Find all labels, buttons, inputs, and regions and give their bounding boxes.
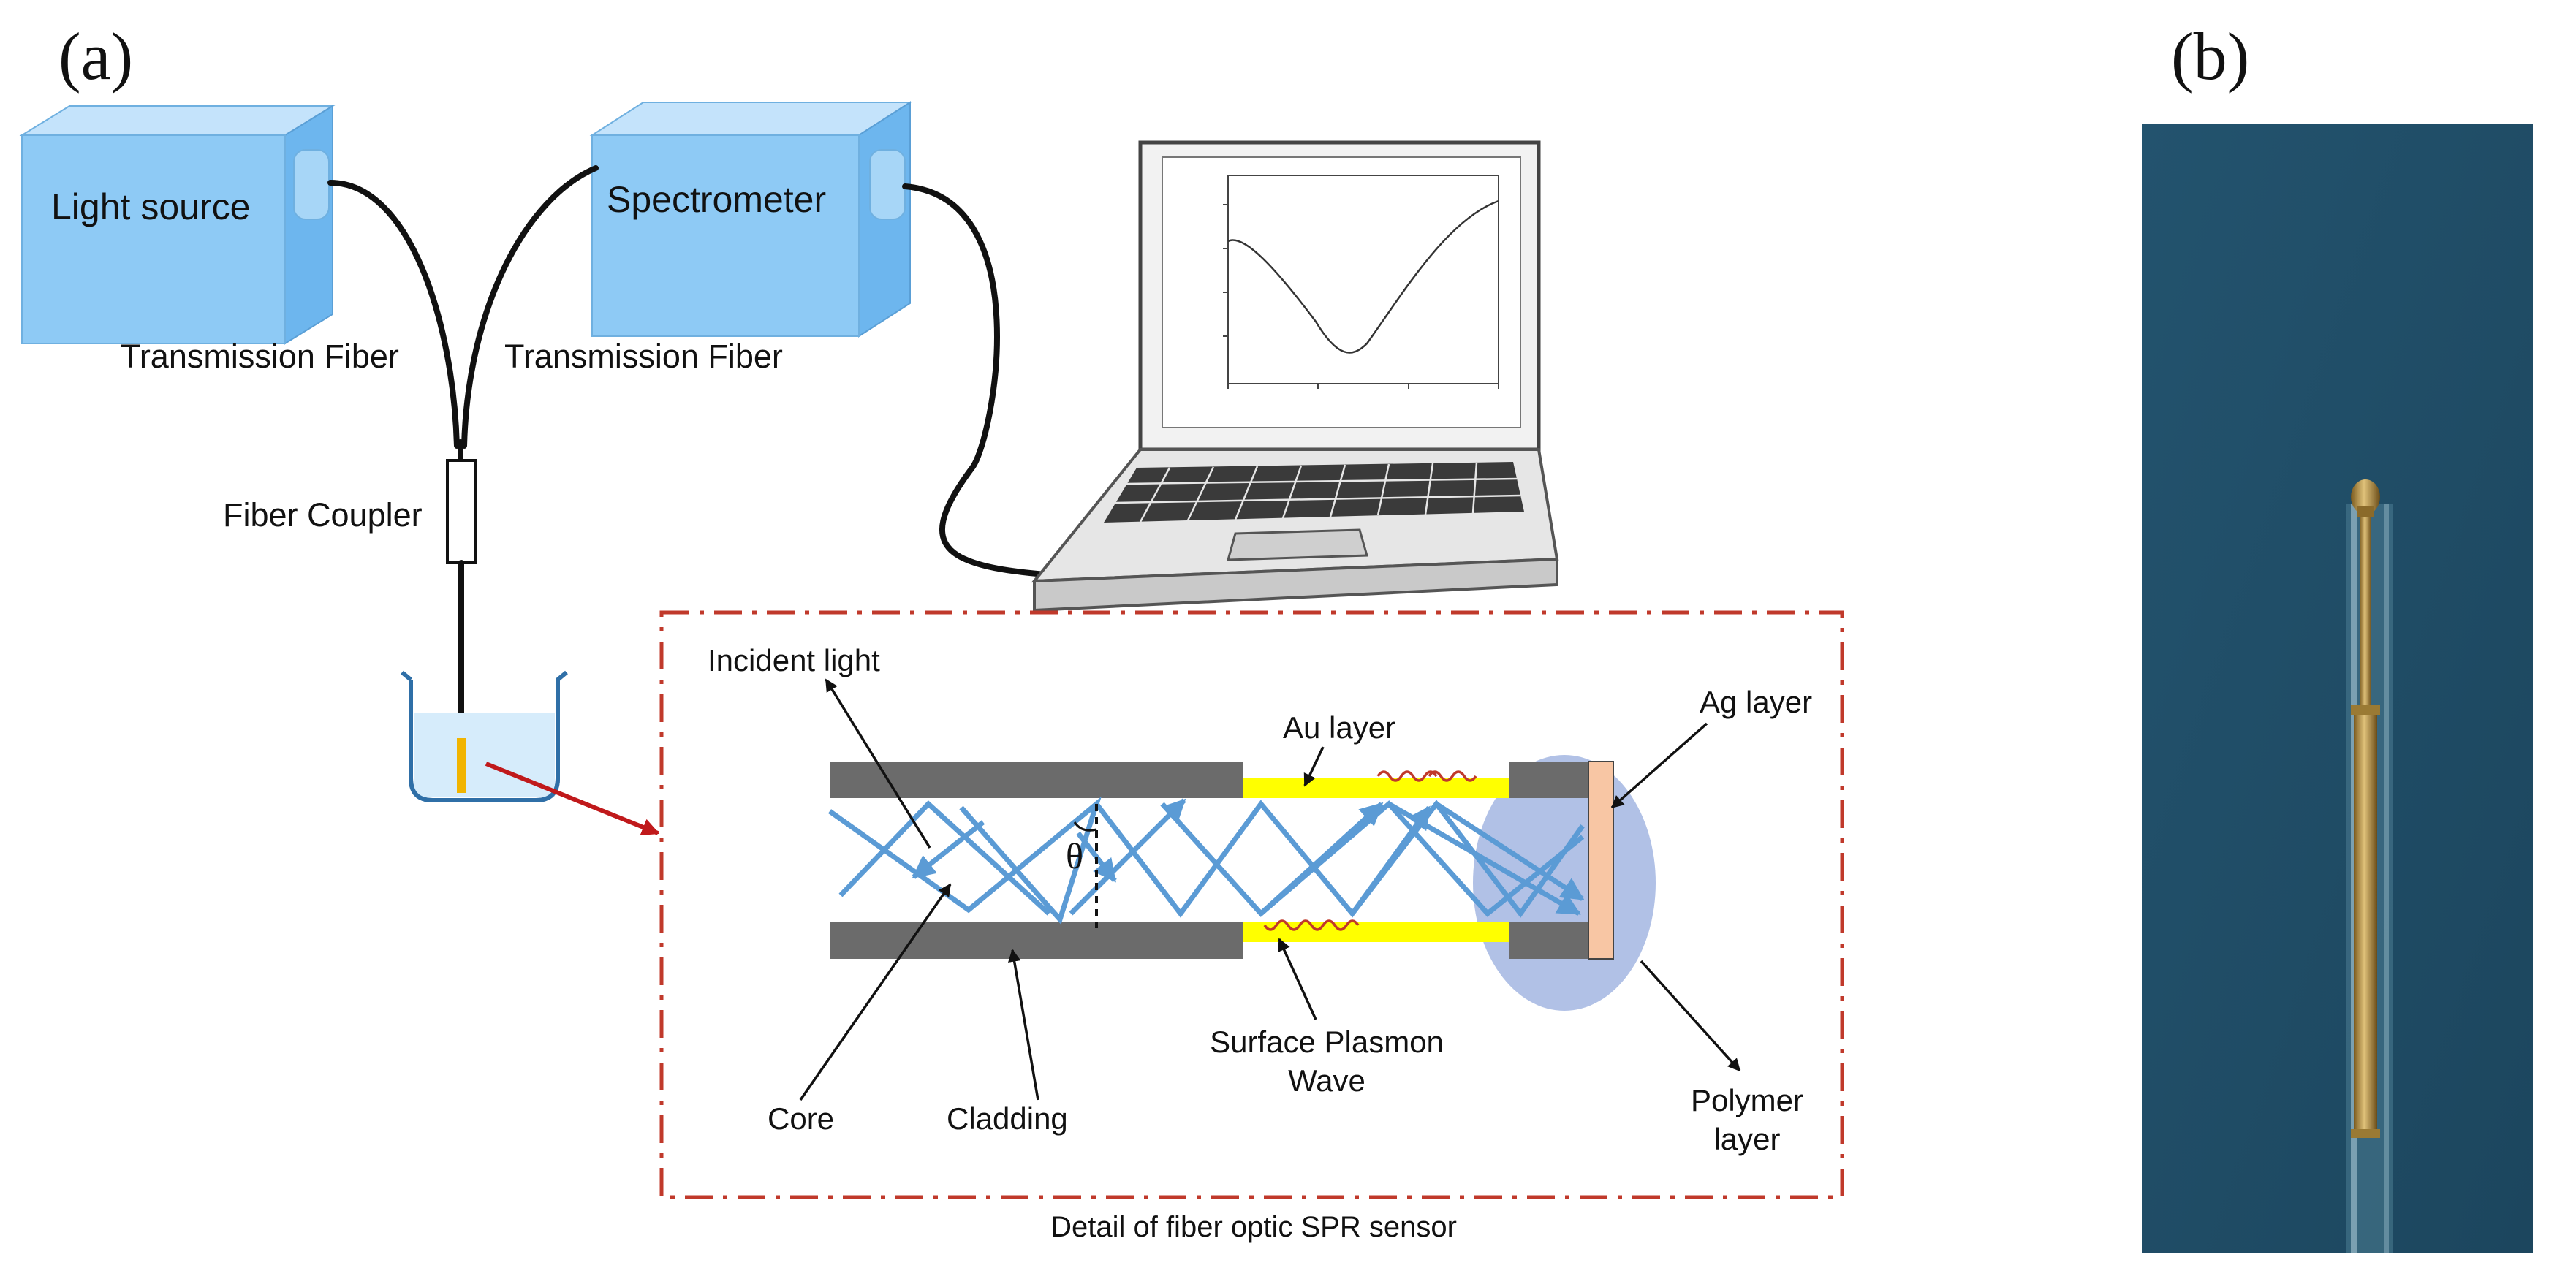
transmission-fiber-right	[461, 165, 599, 449]
ag-layer	[1588, 761, 1614, 960]
fiber-to-laptop	[902, 183, 1092, 580]
au-layer-label: Au layer	[1283, 710, 1395, 745]
theta-arc	[1073, 821, 1097, 832]
polymer-layer-label-line1: Polymer	[1691, 1083, 1803, 1117]
sensor-photo	[2142, 124, 2533, 1253]
spectrometer-box: Spectrometer	[589, 101, 913, 338]
light-source-port	[293, 149, 330, 220]
panel-a-label: (a)	[58, 19, 133, 94]
detail-caption: Detail of fiber optic SPR sensor	[1050, 1211, 1457, 1243]
surface-plasmon-wave-label-line2: Wave	[1288, 1063, 1365, 1098]
core-pointer	[799, 883, 952, 1101]
core-label: Core	[768, 1101, 834, 1136]
spectrometer-label: Spectrometer	[607, 179, 826, 220]
polymer-layer-pointer	[1640, 960, 1741, 1072]
screen-spectrum-plot	[1223, 175, 1499, 389]
ag-layer-label: Ag layer	[1700, 685, 1812, 719]
fiber-coupler-label: Fiber Coupler	[223, 496, 423, 534]
probe-sleeve	[2354, 709, 2377, 1133]
detail-border	[659, 610, 1844, 1199]
cladding-bottom	[830, 922, 1243, 959]
laptop	[1031, 140, 1559, 612]
cladding-top-end	[1509, 762, 1588, 798]
laptop-screen	[1162, 156, 1521, 428]
light-source-label: Light source	[51, 186, 250, 227]
surface-plasmon-wave-bottom	[1263, 919, 1360, 931]
panel-b-label: (b)	[2171, 19, 2249, 94]
beaker	[401, 670, 568, 802]
spectrometer-port	[869, 149, 906, 220]
fiber-coupler	[446, 459, 477, 564]
ag-layer-pointer	[1610, 722, 1708, 809]
cladding-top	[830, 762, 1243, 798]
polymer-layer-label-line2: layer	[1713, 1122, 1780, 1156]
sensor-probe-tip	[457, 738, 466, 793]
incident-light-pointer	[825, 678, 931, 849]
au-layer-pointer	[1303, 746, 1325, 787]
theta-symbol: θ	[1066, 835, 1083, 876]
au-layer-bottom	[1243, 922, 1509, 942]
au-layer-top	[1243, 778, 1509, 798]
light-rays	[827, 796, 1585, 925]
incident-light-label: Incident light	[708, 643, 880, 677]
transmission-fiber-right-label: Transmission Fiber	[504, 338, 783, 375]
transmission-fiber-left-label: Transmission Fiber	[121, 338, 399, 375]
detail-pointer-arrow	[485, 762, 660, 836]
surface-plasmon-wave-label-line1: Surface Plasmon	[1210, 1025, 1444, 1059]
light-source-box: Light source	[19, 105, 336, 345]
surface-plasmon-wave-pointer	[1278, 938, 1317, 1020]
laptop-touchpad	[1227, 528, 1368, 561]
cladding-label: Cladding	[947, 1101, 1068, 1136]
probe-rod-upper	[2360, 512, 2371, 713]
surface-plasmon-wave-top	[1376, 770, 1477, 782]
transmission-fiber-left	[327, 180, 460, 449]
photo-background	[2142, 124, 2533, 1253]
cladding-pointer	[1008, 949, 1039, 1101]
cladding-bottom-end	[1509, 922, 1588, 959]
